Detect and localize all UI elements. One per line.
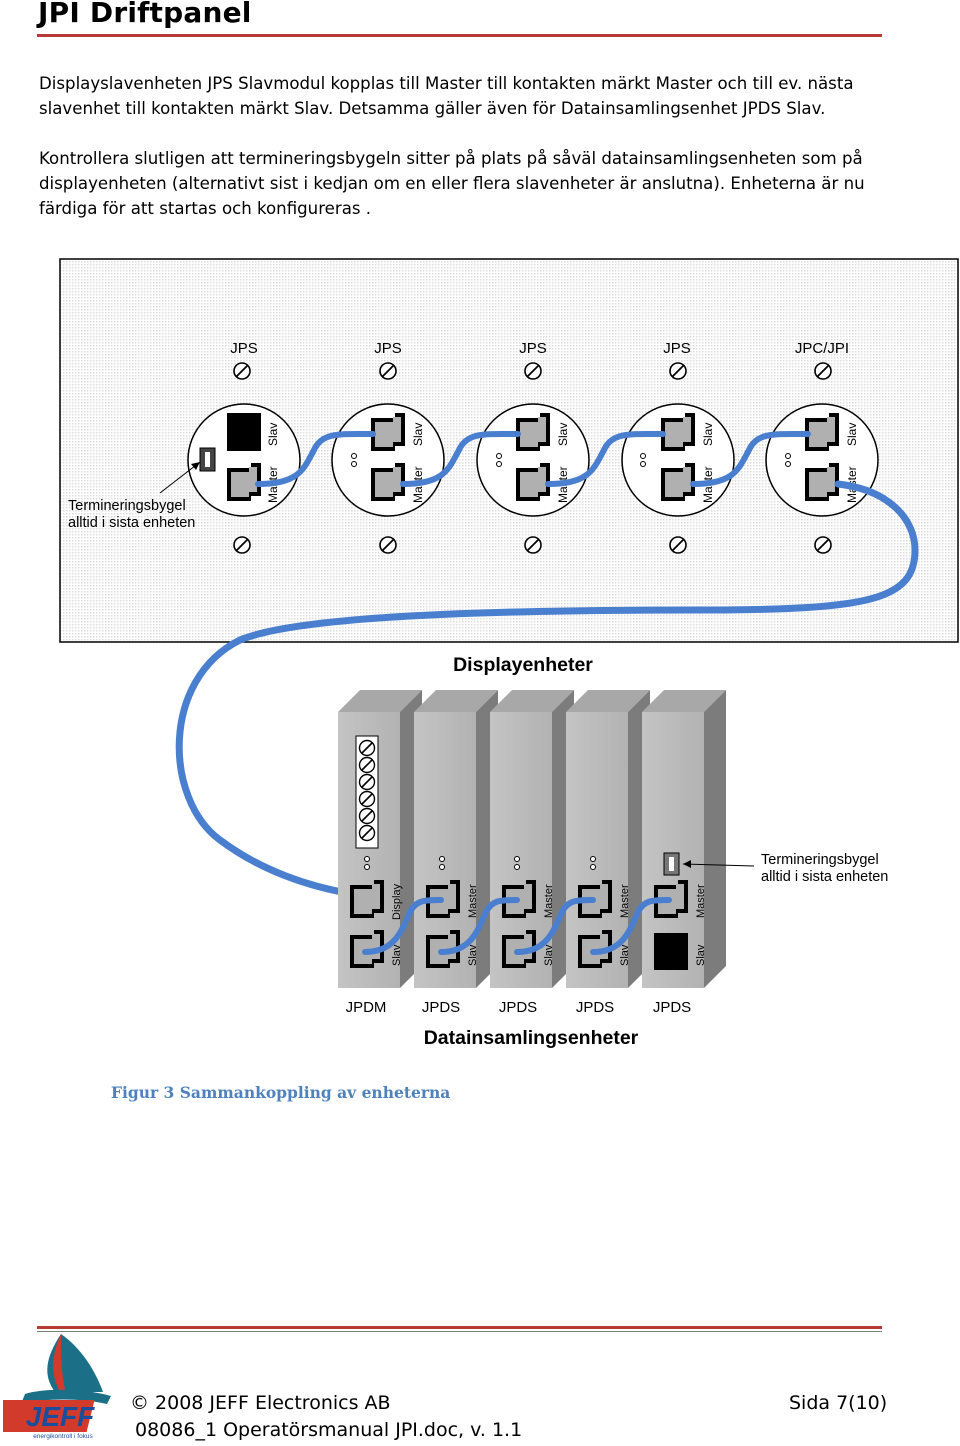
panel-unit-label: JPC/JPI bbox=[795, 340, 849, 357]
data-unit-label: JPDS bbox=[576, 999, 614, 1016]
mounting-screw-icon bbox=[814, 362, 832, 380]
jeff-logo: JEFF energikontroll i fokus bbox=[3, 1334, 111, 1440]
port-label: Slav bbox=[556, 423, 570, 446]
page-title: JPI Driftpanel bbox=[38, 0, 252, 29]
port-label: Master bbox=[695, 884, 707, 918]
rack-cables bbox=[362, 897, 672, 955]
mounting-screw-icon bbox=[669, 362, 687, 380]
panel-unit-label: JPS bbox=[663, 340, 691, 357]
terminated-slav-port bbox=[654, 933, 688, 970]
port-label: Slav bbox=[845, 423, 859, 446]
master-port-icon bbox=[516, 463, 550, 501]
mounting-screw-icon bbox=[814, 536, 832, 554]
data-unit-label: JPDS bbox=[422, 999, 460, 1016]
port-label: Slav bbox=[391, 944, 403, 966]
master-port-icon bbox=[371, 463, 405, 501]
footer-page-number: Sida 7(10) bbox=[789, 1392, 888, 1414]
footer-copyright: © 2008 JEFF Electronics AB bbox=[130, 1392, 391, 1414]
terminated-slav-port bbox=[227, 413, 261, 451]
panel-module bbox=[765, 403, 879, 517]
port-label: Slav bbox=[266, 423, 280, 446]
port-label: Slav bbox=[543, 944, 555, 966]
logo-wordmark: JEFF bbox=[26, 1401, 95, 1432]
panel-module bbox=[476, 403, 590, 517]
terminal-screw-icon bbox=[358, 790, 376, 808]
port-label: Slav bbox=[411, 423, 425, 446]
terminal-screw-icon bbox=[358, 824, 376, 842]
mounting-screw-icon bbox=[233, 362, 251, 380]
paragraph-termination: Kontrollera slutligen att termineringsby… bbox=[39, 149, 865, 218]
data-unit-label: JPDS bbox=[653, 999, 691, 1016]
port-label: Master bbox=[467, 884, 479, 918]
port-label: Slav bbox=[695, 944, 707, 966]
connection-diagram: JPS JPS JPS JPS JPC/JPI bbox=[59, 258, 959, 1049]
port-label: Master bbox=[619, 884, 631, 918]
footer-rule bbox=[37, 1326, 882, 1329]
port-label: Slav bbox=[619, 944, 631, 966]
mounting-screw-icon bbox=[524, 536, 542, 554]
slav-port-icon bbox=[661, 413, 695, 451]
terminal-screw-icon bbox=[358, 773, 376, 791]
main-cable bbox=[175, 480, 919, 899]
data-unit-label: JPDS bbox=[499, 999, 537, 1016]
termination-note: alltid i sista enheten bbox=[68, 515, 195, 531]
termination-note: alltid i sista enheten bbox=[761, 869, 888, 885]
mounting-screw-icon bbox=[379, 536, 397, 554]
terminal-screw-icon bbox=[358, 756, 376, 774]
port-label: Display bbox=[391, 883, 403, 920]
panel-cables bbox=[255, 430, 811, 487]
panel-module bbox=[621, 403, 735, 517]
display-units-heading: Displayenheter bbox=[453, 654, 593, 676]
port-label: Slav bbox=[701, 423, 715, 446]
data-units-heading: Datainsamlingsenheter bbox=[424, 1027, 639, 1049]
slav-port-icon bbox=[371, 413, 405, 451]
data-unit-label: JPDM bbox=[346, 999, 387, 1016]
panel-module bbox=[187, 403, 301, 517]
mounting-screw-icon bbox=[669, 536, 687, 554]
mounting-screw-icon bbox=[524, 362, 542, 380]
panel-unit-label: JPS bbox=[519, 340, 547, 357]
master-port-icon bbox=[805, 463, 839, 501]
panel-module bbox=[331, 403, 445, 517]
display-port-icon bbox=[350, 880, 384, 918]
paragraph-connection: Displayslavenheten JPS Slavmodul kopplas… bbox=[39, 74, 854, 118]
terminal-screw-icon bbox=[358, 807, 376, 825]
mounting-screw-icon bbox=[233, 536, 251, 554]
logo-tagline: energikontroll i fokus bbox=[33, 1433, 93, 1440]
panel-unit-label: JPS bbox=[374, 340, 402, 357]
port-label: Slav bbox=[467, 944, 479, 966]
slav-port-icon bbox=[516, 413, 550, 451]
termination-note: Termineringsbygel bbox=[761, 852, 879, 868]
footer-rule-thin bbox=[37, 1331, 882, 1332]
termination-note: Termineringsbygel bbox=[68, 498, 186, 514]
panel-unit-label: JPS bbox=[230, 340, 258, 357]
footer-document-name: 08086_1 Operatörsmanual JPI.doc, v. 1.1 bbox=[135, 1419, 523, 1441]
mounting-screw-icon bbox=[379, 362, 397, 380]
terminal-screw-icon bbox=[358, 739, 376, 757]
header-rule bbox=[37, 34, 882, 37]
master-port-icon bbox=[661, 463, 695, 501]
figure-caption: Figur 3 Sammankoppling av enheterna bbox=[111, 1083, 451, 1102]
port-label: Master bbox=[543, 884, 555, 918]
